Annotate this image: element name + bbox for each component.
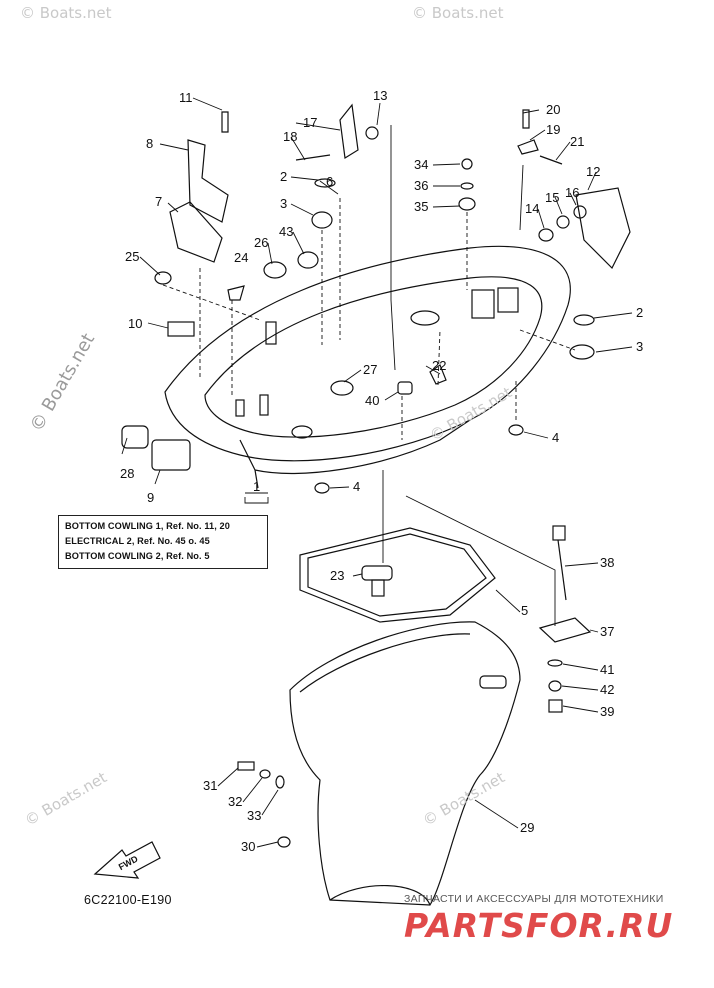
callout-35: 35	[414, 199, 428, 214]
callout-2-right: 2	[636, 305, 643, 320]
reference-note-line-1: BOTTOM COWLING 1, Ref. No. 11, 20	[65, 521, 230, 531]
callout-21: 21	[570, 134, 584, 149]
callout-31: 31	[203, 778, 217, 793]
callout-3-top: 3	[280, 196, 287, 211]
callout-27: 27	[363, 362, 377, 377]
callout-43: 43	[279, 224, 293, 239]
callout-5: 5	[521, 603, 528, 618]
callout-14: 14	[525, 201, 539, 216]
callout-8: 8	[146, 136, 153, 151]
callout-18: 18	[283, 129, 297, 144]
diagram-code: 6C22100-E190	[84, 893, 172, 907]
reference-note-box: BOTTOM COWLING 1, Ref. No. 11, 20 ELECTR…	[58, 515, 268, 569]
callout-9: 9	[147, 490, 154, 505]
callout-10: 10	[128, 316, 142, 331]
callout-25: 25	[125, 249, 139, 264]
callout-37: 37	[600, 624, 614, 639]
callout-13: 13	[373, 88, 387, 103]
bottom-cowling-lower	[289, 621, 521, 906]
fwd-label: FWD	[117, 853, 140, 872]
seal-5	[299, 527, 496, 623]
callout-11: 11	[179, 90, 193, 105]
callout-19: 19	[546, 122, 560, 137]
callout-26: 26	[254, 235, 268, 250]
callout-32: 32	[228, 794, 242, 809]
banner-logo: PARTSFOR.RU	[404, 906, 674, 945]
callout-17: 17	[303, 115, 317, 130]
callout-29: 29	[520, 820, 534, 835]
callout-3-right: 3	[636, 339, 643, 354]
reference-note-line-2: ELECTRICAL 2, Ref. No. 45 o. 45	[65, 536, 210, 546]
callout-15: 15	[545, 190, 559, 205]
banner-tagline: ЗАПЧАСТИ И АКСЕССУАРЫ ДЛЯ МОТОТЕХНИКИ	[404, 893, 664, 905]
callout-28: 28	[120, 466, 134, 481]
callout-24: 24	[234, 250, 248, 265]
callout-40: 40	[365, 393, 379, 408]
callout-1: 1	[253, 479, 260, 494]
callout-42: 42	[600, 682, 614, 697]
watermark-top: © Boats.net	[20, 4, 112, 22]
callout-2-top: 2	[280, 169, 287, 184]
callout-6: 6	[326, 174, 333, 189]
callout-22: 22	[432, 358, 446, 373]
callout-36: 36	[414, 178, 428, 193]
callout-33: 33	[247, 808, 261, 823]
callout-4-right: 4	[552, 430, 559, 445]
callout-34: 34	[414, 157, 428, 172]
callout-20: 20	[546, 102, 560, 117]
callout-16: 16	[565, 185, 579, 200]
callout-4-left: 4	[353, 479, 360, 494]
fwd-arrow	[93, 841, 161, 879]
callout-39: 39	[600, 704, 614, 719]
watermark-top: © Boats.net	[412, 4, 504, 22]
callout-7: 7	[155, 194, 162, 209]
callout-30: 30	[241, 839, 255, 854]
callout-12: 12	[586, 164, 600, 179]
callout-41: 41	[600, 662, 614, 677]
callout-38: 38	[600, 555, 614, 570]
reference-note-line-3: BOTTOM COWLING 2, Ref. No. 5	[65, 551, 210, 561]
callout-23: 23	[330, 568, 344, 583]
bottom-cowling-upper	[164, 245, 571, 462]
